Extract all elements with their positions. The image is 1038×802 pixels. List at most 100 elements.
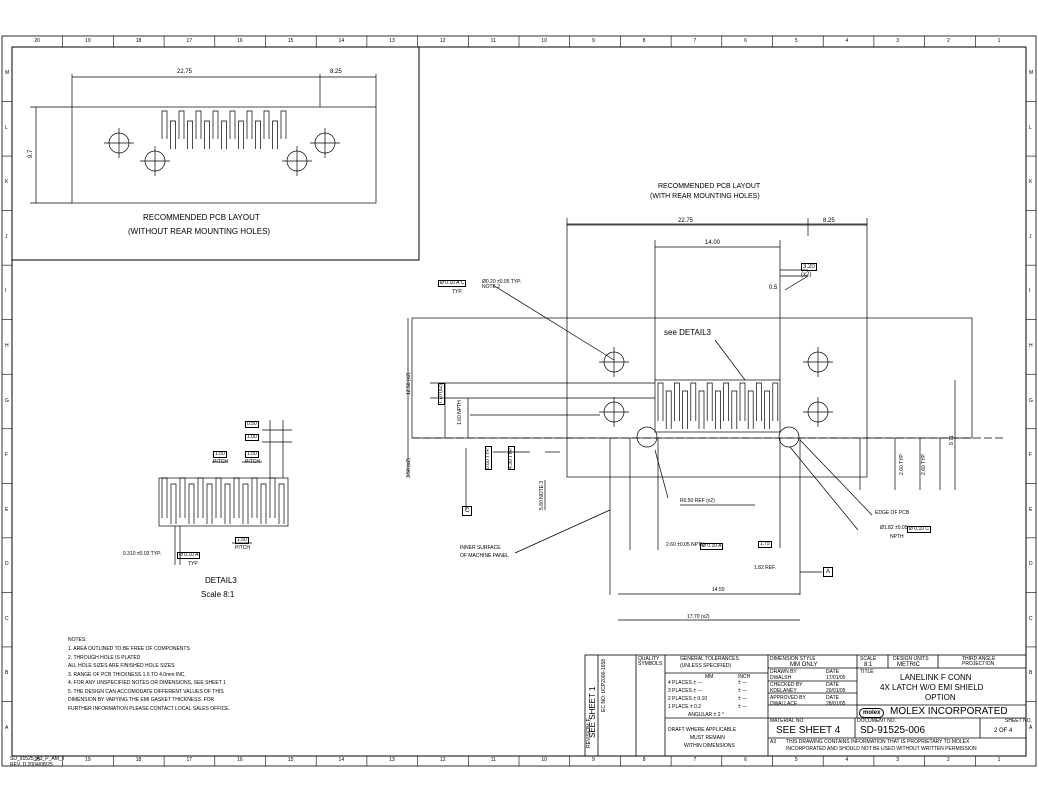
tb-title3: OPTION — [925, 693, 956, 702]
tb-drawn: DWALSH — [770, 675, 792, 681]
tol-row-inch: ± --- — [738, 680, 748, 686]
v2-dim-05: 0.5 — [769, 285, 778, 291]
tb-title2: 4X LATCH W/O EMI SHIELD — [880, 683, 984, 692]
v1-subtitle: (WITHOUT REAR MOUNTING HOLES) — [128, 227, 271, 236]
border-col-top: 20 — [34, 38, 40, 44]
d3-tol: Ø 0.10 A — [177, 552, 201, 559]
border-col-top: 3 — [896, 38, 900, 44]
border-col-bot: 19 — [85, 757, 91, 763]
tol-row-inch: ± --- — [738, 704, 748, 710]
border-row-left: M — [5, 70, 10, 77]
v2-dim-770: 7.70 (x2) — [438, 383, 445, 405]
border-col-bot: 17 — [186, 757, 192, 763]
tol-row-inch: ± --- — [738, 688, 748, 694]
note-line: 1. AREA OUTLINED TO BE FREE OF COMPONENT… — [68, 646, 190, 652]
footer-rev: REV. D 2004/08/25 — [10, 762, 53, 768]
tol-row: 2 PLACES ± 0.10 — [668, 696, 708, 702]
tb-quality: QUALITY SYMBOLS — [638, 656, 663, 667]
v2-dim-inner: 14.00 — [705, 240, 721, 246]
tb-material-lbl: MATERIAL NO. — [770, 718, 805, 724]
tol-row: 4 PLACES ± --- — [668, 680, 703, 686]
tb-material: SEE SHEET 4 — [776, 725, 841, 736]
border-row-right: C — [1029, 615, 1033, 622]
border-col-bot: 6 — [744, 757, 747, 763]
border-col-top: 12 — [439, 38, 446, 44]
tb-company: MOLEX INCORPORATED — [890, 706, 1008, 717]
tb-date-lbl1: DATE — [826, 669, 839, 675]
v2-dim-182hole: Ø1.82 ±0.05 — [880, 525, 908, 531]
v2-dim-430: 4.30 TYP. — [508, 446, 515, 470]
border-col-bot: 8 — [642, 757, 646, 763]
molex-logo: molex — [859, 708, 885, 718]
tol-row: 3 PLACES ± --- — [668, 688, 703, 694]
d3-scale: Scale 8:1 — [201, 590, 235, 599]
view2-pcb-layout — [407, 218, 1005, 621]
d3-dim-0310: 0.310 ±0.03 TYP. — [123, 551, 162, 557]
detail3-view — [158, 420, 292, 565]
border-col-top: 8 — [642, 38, 646, 44]
border-col-bot: 9 — [592, 757, 595, 763]
border-row-right: A — [1029, 724, 1033, 731]
tb-sheet: 2 OF 4 — [994, 728, 1013, 734]
v2-dim-2601: 2.60 TYP. — [899, 453, 905, 476]
v2-inner-surface: INNER SURFACE — [460, 545, 501, 551]
border-row-left: J — [5, 233, 8, 240]
v2-dim-260-tol: Ø 0.10 A — [700, 543, 724, 550]
border-col-bot: 18 — [135, 757, 142, 763]
border-col-top: 1 — [997, 38, 1001, 44]
border-col-bot: 12 — [439, 757, 446, 763]
border-col-top: 17 — [186, 38, 192, 44]
border-row-right: J — [1029, 233, 1032, 240]
border-row-right: L — [1029, 124, 1032, 131]
border-col-bot: 1 — [997, 757, 1001, 763]
tb-scale: 8:1 — [864, 662, 873, 668]
v2-tol-hole-typ: TYP. — [452, 289, 463, 295]
v2-dim-060: 0.60 TYP. — [485, 446, 492, 470]
notes-heading: NOTES: — [68, 637, 87, 643]
note-line: 5. THE DESIGN CAN ACCOMODATE DIFFERENT V… — [68, 688, 224, 695]
v1-title: RECOMMENDED PCB LAYOUT — [143, 213, 260, 222]
border-col-bot: 16 — [237, 757, 243, 763]
tb-title1: LANELINK F CONN — [900, 673, 972, 682]
border-row-left: B — [5, 670, 9, 677]
note-line: DIMENSION BY VARYING THE EMI GASKET THIC… — [68, 697, 215, 703]
v2-machine-panel: OF MACHINE PANEL — [460, 553, 509, 559]
v1-dim-width: 22.75 — [177, 69, 193, 75]
tb-sheet-ref: SEE SHEET 1 — [588, 686, 597, 738]
border-row-left: E — [5, 506, 9, 513]
note-line: 4. FOR ANY UNSPECIFIED NOTES OR DIMENSIO… — [68, 680, 226, 686]
v2-dim-1250: 12.50 (x2) — [406, 372, 412, 395]
tb-checked-date: 20/01/05 — [826, 688, 846, 694]
tb-scale-lbl: SCALE — [860, 656, 877, 662]
v2-hole-note: Ø0.20 ±0.05 TYP. NOTE 2 — [482, 279, 522, 290]
v2-title: RECOMMENDED PCB LAYOUT — [658, 183, 761, 190]
border-row-right: I — [1029, 288, 1031, 295]
note-line: ALL HOLE SIZES ARE FINISHED HOLE SIZES — [68, 663, 175, 669]
border-col-bot: 4 — [845, 757, 849, 763]
border-col-top: 4 — [845, 38, 849, 44]
border-row-right: D — [1029, 561, 1033, 568]
d3-pitch-b: PITCH — [245, 459, 260, 465]
tb-projection: THIRD ANGLE PROJECTION — [962, 656, 996, 667]
v2-dim-182tol: Ø 0.10 C — [907, 526, 932, 533]
v2-dim-320-note: (x2) — [801, 272, 812, 278]
border-row-left: C — [5, 615, 9, 622]
tb-date-lbl2: DATE — [826, 682, 839, 688]
border-row-right: M — [1029, 70, 1034, 77]
tb-approved-lbl: APPROVED BY — [770, 695, 806, 701]
tb-title-lbl: TITLE — [860, 669, 874, 675]
border-col-bot: 5 — [794, 757, 798, 763]
border-col-top: 14 — [338, 38, 345, 44]
border-col-top: 11 — [490, 38, 496, 44]
v2-dim-width: 22.75 — [678, 218, 694, 224]
tb-doc-lbl: DOCUMENT NO. — [857, 718, 897, 724]
border-row-left: G — [5, 397, 9, 404]
v2-dim-971: 9.71 — [949, 435, 955, 445]
tb-prop1: THIS DRAWING CONTAINS INFORMATION THAT I… — [786, 739, 970, 745]
border-col-top: 16 — [237, 38, 243, 44]
d3-dim-150a: 1.50 — [213, 451, 227, 458]
border-col-bot: 10 — [541, 757, 547, 763]
d3-dim-050: 0.50 — [245, 421, 259, 428]
note-line: FURTHER INFORMATION PLEASE CONTACT LOCAL… — [68, 705, 230, 712]
tb-checked: KDELANEY — [770, 688, 797, 694]
